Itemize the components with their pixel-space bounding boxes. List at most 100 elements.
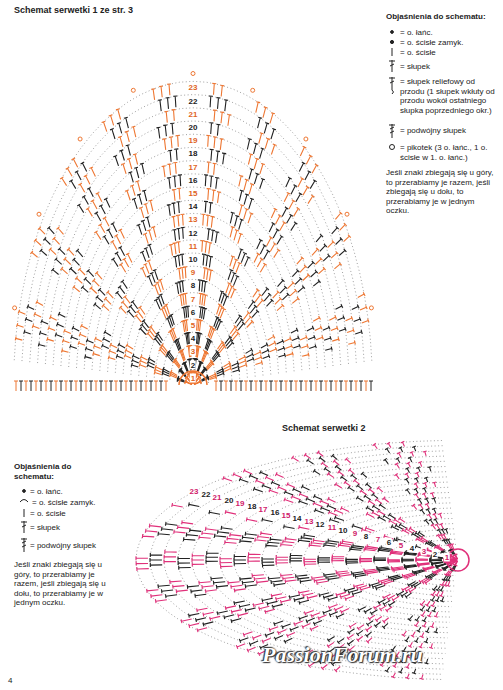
stitch-symbol bbox=[265, 138, 270, 149]
chain-round bbox=[192, 461, 445, 658]
stitch-symbol bbox=[289, 200, 295, 209]
stitch-symbol bbox=[408, 642, 412, 647]
stitch-symbol bbox=[271, 594, 282, 598]
base-stitch bbox=[289, 381, 293, 391]
stitch-symbol bbox=[149, 524, 161, 528]
stitch-symbol bbox=[55, 333, 62, 337]
stitch-symbol bbox=[394, 569, 405, 573]
stitch-symbol bbox=[245, 257, 251, 267]
stitch-symbol bbox=[430, 492, 434, 497]
stitch-symbol bbox=[178, 175, 182, 186]
stitch-symbol bbox=[446, 581, 450, 586]
stitch-symbol bbox=[248, 154, 253, 165]
round-number: 10 bbox=[188, 255, 199, 264]
stitch-symbol bbox=[197, 361, 202, 372]
stitch-symbol bbox=[309, 344, 316, 348]
stitch-symbol bbox=[376, 585, 385, 590]
stitch-symbol bbox=[427, 612, 431, 617]
stitch-symbol bbox=[206, 215, 210, 226]
stitch-symbol bbox=[50, 315, 57, 320]
stitch-symbol bbox=[210, 123, 214, 134]
chain-round bbox=[150, 446, 443, 675]
stitch-symbol bbox=[25, 317, 32, 321]
round-number: 2 bbox=[190, 360, 196, 369]
stitch-symbol bbox=[210, 149, 214, 160]
stitch-symbol bbox=[304, 453, 311, 459]
stitch-symbol bbox=[406, 663, 410, 668]
stitch-symbol bbox=[104, 198, 110, 208]
stitch-symbol bbox=[405, 565, 417, 569]
round-number: 3 bbox=[421, 547, 427, 556]
stitch-symbol bbox=[220, 139, 224, 150]
stitch-symbol bbox=[387, 442, 391, 447]
stitch-symbol bbox=[285, 579, 297, 583]
stitch-symbol bbox=[111, 241, 117, 250]
stitch-symbol bbox=[276, 555, 288, 559]
stitch-symbol bbox=[307, 459, 314, 465]
stitch-symbol bbox=[257, 580, 269, 584]
round-number: 4 bbox=[409, 544, 415, 553]
stitch-symbol bbox=[203, 622, 213, 626]
stitch-symbol bbox=[300, 335, 307, 340]
stitch-symbol bbox=[429, 519, 434, 524]
stitch-symbol bbox=[72, 258, 79, 265]
stitch-symbol bbox=[315, 257, 322, 264]
stitch-symbol bbox=[418, 563, 430, 567]
stitch-symbol bbox=[284, 498, 293, 503]
stitch-symbol bbox=[422, 617, 426, 622]
stitch-symbol bbox=[388, 513, 395, 519]
stitch-symbol bbox=[199, 581, 211, 585]
stitch-symbol bbox=[239, 190, 244, 201]
stitch-symbol bbox=[168, 150, 172, 161]
stitch-symbol bbox=[278, 485, 287, 490]
stitch-symbol bbox=[127, 158, 132, 169]
stitch-symbol bbox=[308, 335, 315, 339]
stitch-symbol bbox=[173, 256, 177, 267]
stitch-symbol bbox=[48, 326, 55, 330]
stitch-symbol bbox=[408, 457, 412, 462]
stitch-symbol bbox=[15, 337, 22, 341]
stitch-symbol bbox=[316, 234, 323, 242]
stitch-symbol bbox=[203, 612, 214, 616]
stitch-symbol bbox=[132, 358, 139, 363]
stitch-symbol bbox=[202, 350, 207, 360]
stitch-symbol bbox=[297, 257, 304, 265]
stitch-symbol bbox=[172, 190, 176, 201]
stitch-symbol bbox=[370, 610, 377, 616]
stitch-symbol bbox=[260, 178, 265, 188]
picot-symbol bbox=[251, 88, 255, 92]
stitch-symbol bbox=[162, 166, 166, 177]
stitch-symbol bbox=[307, 596, 317, 600]
stitch-symbol bbox=[388, 602, 395, 608]
stitch-symbol bbox=[183, 362, 189, 372]
stitch-symbol bbox=[223, 296, 229, 306]
stitch-symbol bbox=[284, 525, 295, 529]
stitch-symbol bbox=[442, 539, 447, 545]
stitch-symbol bbox=[434, 612, 438, 617]
stitch-symbol bbox=[110, 343, 117, 348]
stitch-symbol bbox=[32, 324, 39, 328]
stitch-symbol bbox=[30, 251, 37, 257]
stitch-symbol bbox=[434, 628, 438, 633]
picot-symbol bbox=[369, 306, 373, 310]
stitch-symbol bbox=[136, 562, 148, 566]
stitch-symbol bbox=[303, 274, 310, 281]
chain-round bbox=[92, 213, 294, 371]
stitch-symbol bbox=[263, 354, 270, 358]
tr-symbol bbox=[21, 538, 27, 552]
stitch-symbol bbox=[294, 208, 300, 217]
stitch-symbol bbox=[317, 581, 328, 585]
legend-entry: = podwójny słupek bbox=[400, 126, 498, 136]
stitch-symbol bbox=[274, 249, 281, 258]
tr-symbol bbox=[389, 124, 395, 138]
stitch-symbol bbox=[224, 361, 231, 367]
stitch-symbol bbox=[202, 531, 214, 535]
round-number: 8 bbox=[190, 281, 196, 290]
base-stitch bbox=[264, 381, 268, 391]
stitch-symbol bbox=[257, 258, 263, 267]
picot-symbol bbox=[345, 212, 349, 216]
stitch-symbol bbox=[345, 596, 354, 601]
stitch-symbol bbox=[144, 248, 149, 258]
stitch-symbol bbox=[339, 327, 346, 331]
base-stitch bbox=[314, 381, 318, 391]
